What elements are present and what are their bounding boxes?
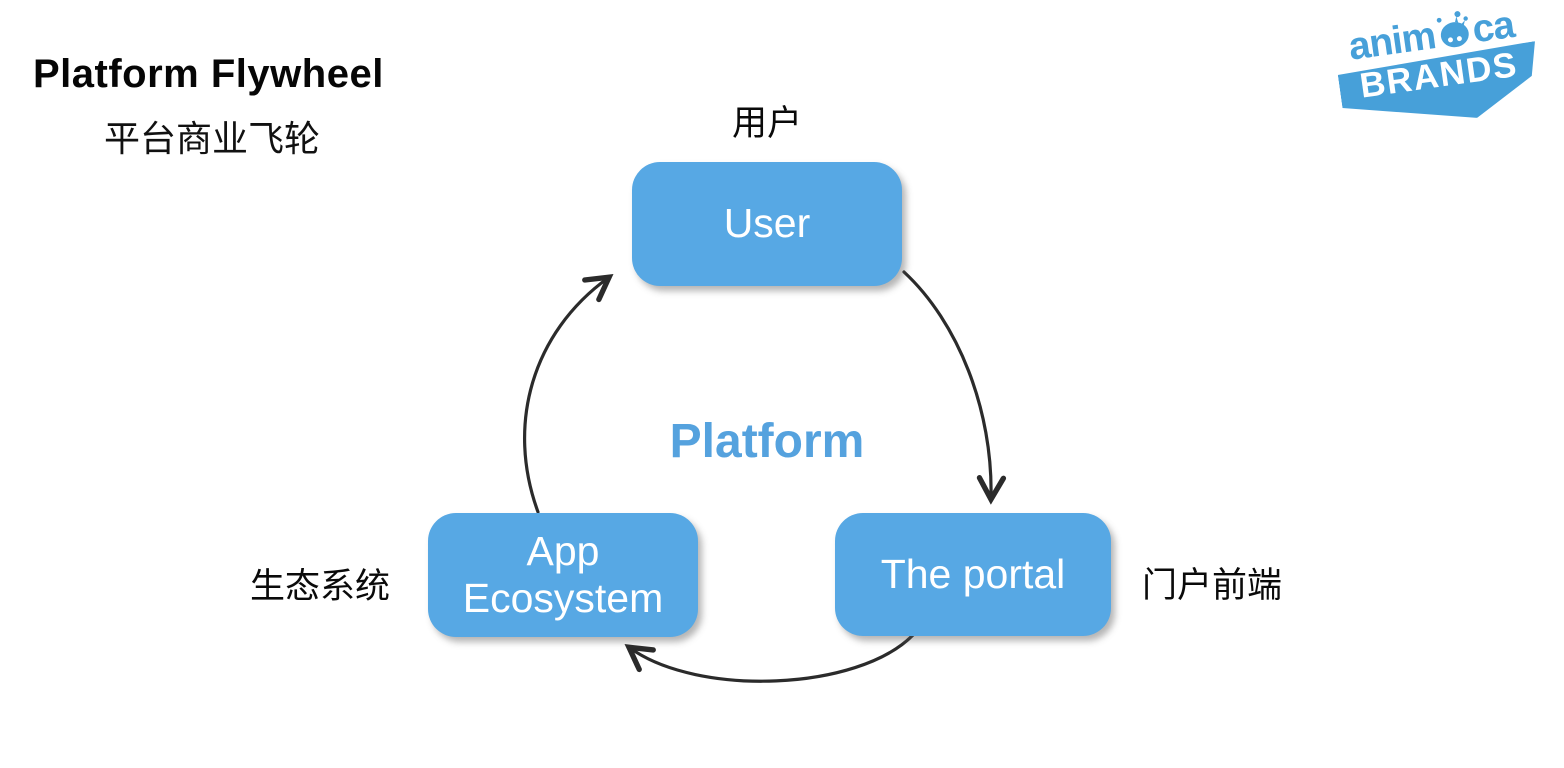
animoca-creature-icon <box>1433 7 1475 52</box>
arrow-ecosystem-to-user <box>523 278 608 514</box>
caption-portal-chinese: 门户前端 <box>1142 566 1283 605</box>
flywheel-center-label: Platform <box>669 415 865 468</box>
logo-word-right: ca <box>1469 3 1517 52</box>
node-app-ecosystem-label: App Ecosystem <box>462 527 664 621</box>
node-user: User <box>632 162 902 286</box>
node-the-portal-label: The portal <box>880 550 1066 597</box>
page-subtitle-chinese: 平台商业飞轮 <box>104 118 321 159</box>
caption-ecosystem-chinese: 生态系统 <box>250 567 391 606</box>
page-title: Platform Flywheel <box>33 52 384 96</box>
node-the-portal: The portal <box>835 513 1111 636</box>
node-user-label: User <box>723 200 811 247</box>
animoca-brands-logo: anim ca BRANDS <box>1321 0 1554 168</box>
caption-user-chinese: 用户 <box>731 104 802 143</box>
arrow-portal-to-ecosystem <box>630 633 915 683</box>
animoca-wordmark: anim ca <box>1321 0 1541 73</box>
node-app-ecosystem: App Ecosystem <box>428 513 698 637</box>
